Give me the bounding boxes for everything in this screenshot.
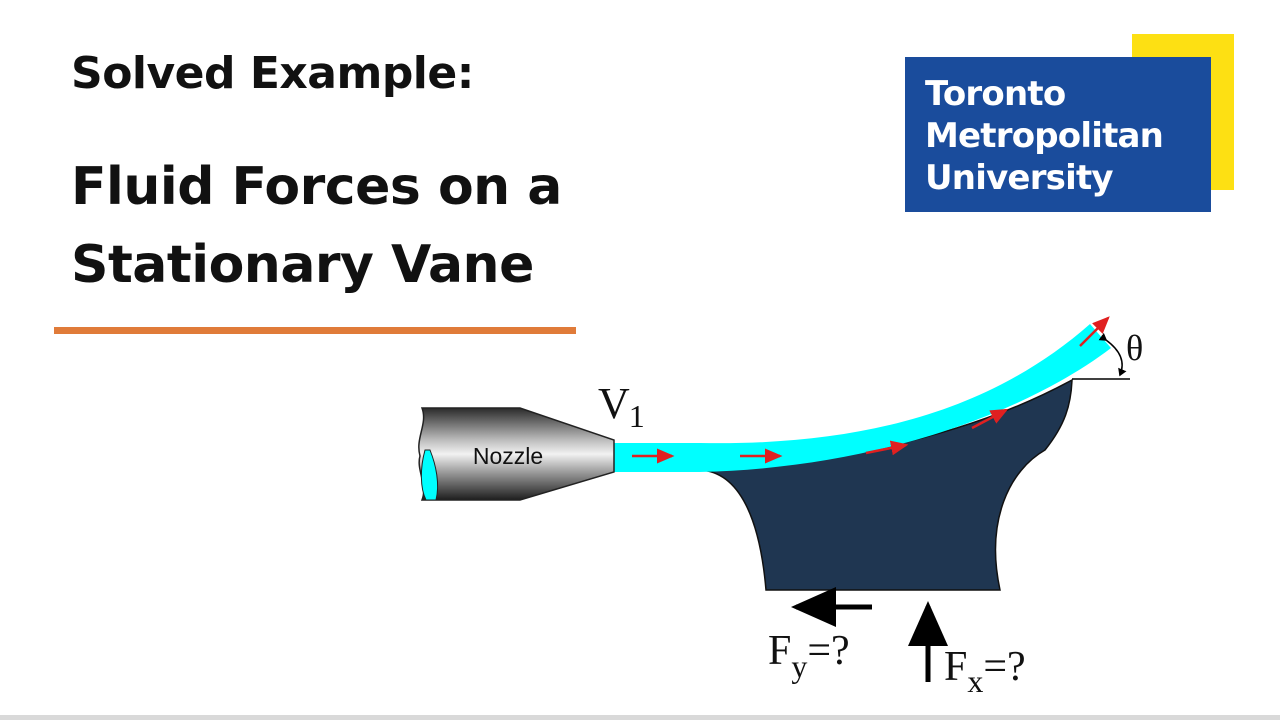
nozzle-body xyxy=(418,407,615,501)
slide-title: Fluid Forces on a Stationary Vane xyxy=(71,148,631,304)
angle-arc xyxy=(1098,332,1127,377)
angle-label: θ xyxy=(1126,328,1143,368)
nozzle-label: Nozzle xyxy=(473,443,543,469)
logo-line-3: University xyxy=(925,158,1114,198)
logo-line-2: Metropolitan xyxy=(925,116,1164,156)
title-underline xyxy=(54,327,576,334)
logo-line-1: Toronto xyxy=(925,74,1066,114)
slide-subtitle: Solved Example: xyxy=(71,48,474,99)
force-y-label: Fy=? xyxy=(768,628,850,684)
flow-arrow xyxy=(1079,316,1110,347)
velocity-label: V1 xyxy=(598,379,645,434)
nozzle-water-cut xyxy=(420,449,439,501)
title-line-2: Stationary Vane xyxy=(71,235,534,295)
flow-arrow xyxy=(971,408,1009,430)
slide-bottom-border xyxy=(0,715,1280,720)
vane-body xyxy=(699,378,1073,591)
flow-arrow xyxy=(865,440,909,456)
force-x-label: Fx=? xyxy=(944,644,1026,699)
university-logo: Toronto Metropolitan University xyxy=(905,57,1211,212)
title-line-1: Fluid Forces on a xyxy=(71,157,562,217)
